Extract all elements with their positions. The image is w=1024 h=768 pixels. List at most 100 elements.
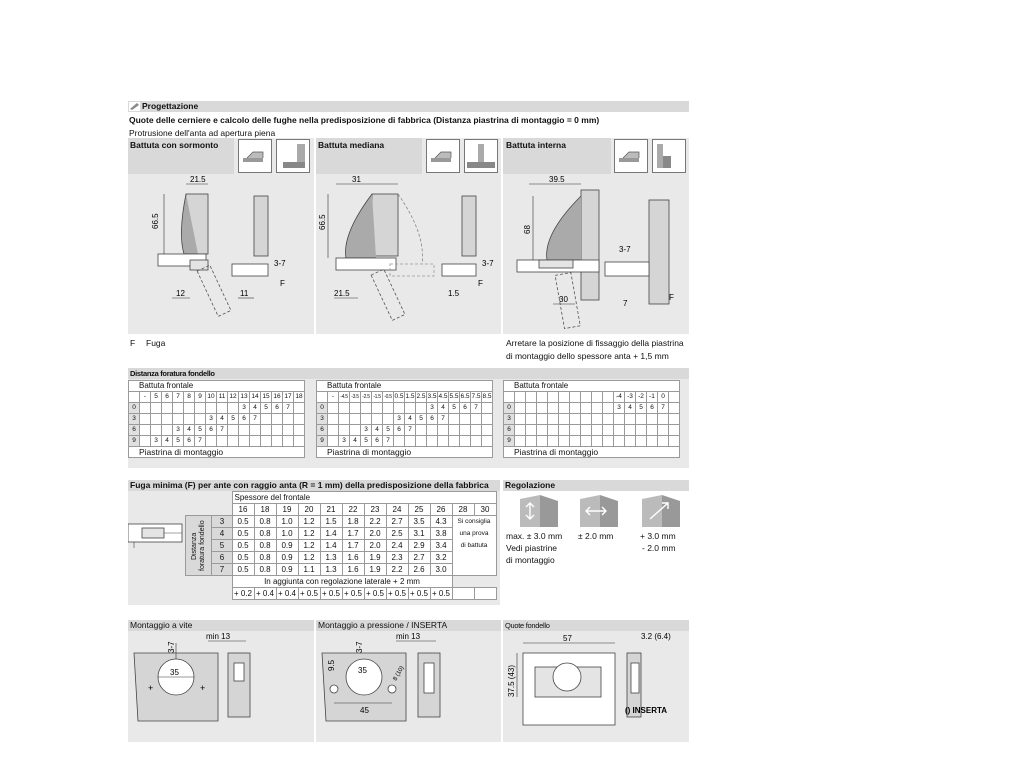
table-cell: 0.9 <box>275 551 299 564</box>
col-header: 16 <box>271 391 283 403</box>
table-cell <box>602 435 614 447</box>
table-cell <box>591 413 603 425</box>
table-cell <box>536 424 548 436</box>
hinge-drawing-interna: 39.5 68 30 3-7 7 F <box>516 175 674 330</box>
table-cell: 0.5 <box>231 515 255 528</box>
table-cell: 5 <box>360 435 372 447</box>
col-header: -4 <box>613 391 625 403</box>
svg-text:30: 30 <box>559 295 568 304</box>
svg-text:F: F <box>669 293 674 302</box>
table-cell: 6 <box>371 435 383 447</box>
table-cell <box>635 413 647 425</box>
table-cell <box>525 402 537 414</box>
svg-text:3-7: 3-7 <box>274 259 286 268</box>
regolazione-extra: - 2.0 mm <box>642 543 676 553</box>
thickness-header: 24 <box>385 503 409 516</box>
table-cell: 2.5 <box>385 527 409 540</box>
col-header: 4.5 <box>437 391 449 403</box>
table-cell: 1.2 <box>297 527 321 540</box>
svg-text:F: F <box>478 279 483 288</box>
table-cell: 0.9 <box>275 539 299 552</box>
svg-text:37.5 (43): 37.5 (43) <box>507 665 516 697</box>
table-cell: 4 <box>371 424 383 436</box>
col-header: 5.5 <box>448 391 460 403</box>
thickness-header: 23 <box>363 503 387 516</box>
adjust-height-icon <box>642 495 680 527</box>
table-cell <box>227 435 239 447</box>
table-cell <box>282 435 294 447</box>
table-cell <box>668 413 680 425</box>
table-cell <box>338 424 350 436</box>
header-label: Battuta frontale <box>128 380 305 392</box>
table-cell: 0.8 <box>253 539 277 552</box>
table-cell <box>602 424 614 436</box>
table-cell <box>525 413 537 425</box>
table-cell <box>437 435 449 447</box>
mount-drawing-vite: 35 ++ 3-7 min 13 <box>133 632 251 722</box>
table-cell: 4 <box>216 413 228 425</box>
table-cell <box>415 424 427 436</box>
table-cell <box>139 424 151 436</box>
table-cell: 7 <box>216 424 228 436</box>
table-cell: 4 <box>161 435 173 447</box>
svg-text:66.5: 66.5 <box>318 214 327 230</box>
table-cell <box>481 435 493 447</box>
gap-sketch <box>128 523 183 548</box>
table-cell: 1.4 <box>319 539 343 552</box>
col-header <box>536 391 548 403</box>
svg-text:57: 57 <box>563 634 572 643</box>
adjust-depth-icon <box>520 495 558 527</box>
table-cell <box>547 424 559 436</box>
table-cell: 4.3 <box>429 515 453 528</box>
svg-text:3.2 (6.4): 3.2 (6.4) <box>641 632 671 641</box>
table-cell <box>139 435 151 447</box>
thickness-header: 22 <box>341 503 365 516</box>
svg-text:3-7: 3-7 <box>355 641 364 653</box>
table-cell <box>470 435 482 447</box>
svg-text:+: + <box>200 683 205 693</box>
hinge-thumb-icon <box>614 139 648 173</box>
type-label: Battuta con sormonto <box>130 140 219 150</box>
col-header: 8 <box>183 391 195 403</box>
table-cell <box>172 413 184 425</box>
col-header: 0 <box>657 391 669 403</box>
hinge-drawing-mediana: 31 66.5 21.5 1.5 3-7 F <box>318 175 494 321</box>
table-cell <box>470 413 482 425</box>
svg-text:12: 12 <box>176 289 185 298</box>
section-header: Progettazione <box>128 101 689 112</box>
lateral-value: + 0.5 <box>297 587 321 600</box>
table-cell: 1.9 <box>363 551 387 564</box>
col-header <box>591 391 603 403</box>
table-cell <box>393 402 405 414</box>
table-cell <box>371 413 383 425</box>
col-header: -4.5 <box>338 391 350 403</box>
table-cell <box>249 435 261 447</box>
col-header: 18 <box>293 391 305 403</box>
table-cell <box>459 435 471 447</box>
col-header: -3 <box>624 391 636 403</box>
table-cell <box>327 435 339 447</box>
col-header: -2 <box>635 391 647 403</box>
type-label: Battuta interna <box>506 140 566 150</box>
table-cell: 0.8 <box>253 527 277 540</box>
row-header: 6 <box>211 551 233 564</box>
footer-label: Piastrina di montaggio <box>128 446 305 458</box>
row-header: 6 <box>316 424 328 436</box>
table-cell: 1.8 <box>341 515 365 528</box>
table-cell <box>150 413 162 425</box>
table-cell <box>613 435 625 447</box>
mount-title: Montaggio a pressione / INSERTA <box>318 620 448 630</box>
table-cell <box>150 424 162 436</box>
table-cell <box>569 435 581 447</box>
table-cell: 1.2 <box>297 551 321 564</box>
col-header: 6 <box>161 391 173 403</box>
table-cell <box>349 424 361 436</box>
gap-title: Fuga minima (F) per ante con raggio anta… <box>130 480 489 490</box>
table-cell <box>481 402 493 414</box>
table-cell <box>161 424 173 436</box>
col-header <box>514 391 526 403</box>
table-cell <box>558 413 570 425</box>
table-cell: 6 <box>271 402 283 414</box>
table-cell <box>426 424 438 436</box>
table-cell: 4 <box>404 413 416 425</box>
